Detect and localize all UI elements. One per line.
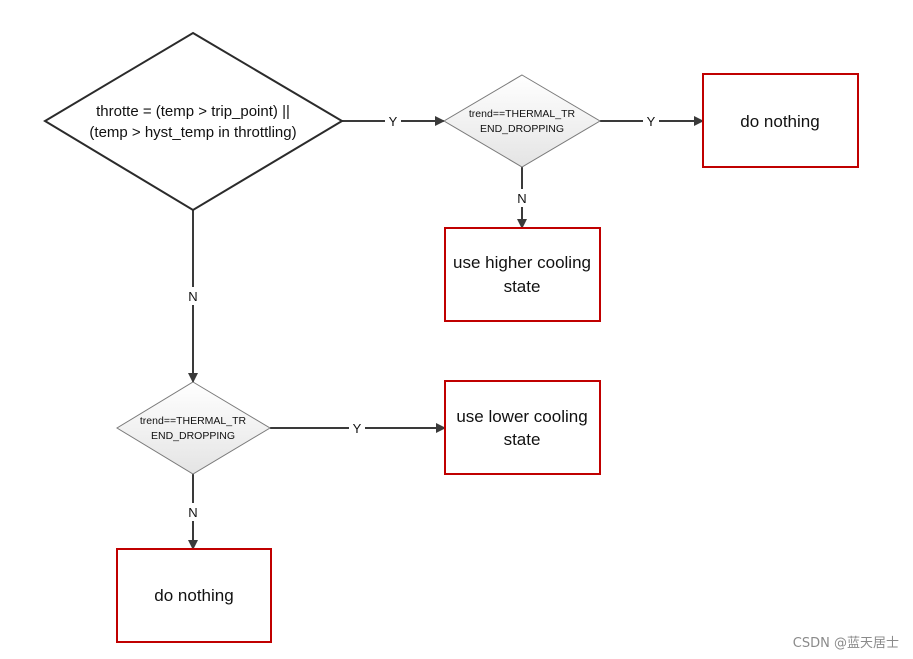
box-do-nothing-top-text: do nothing [740, 112, 819, 131]
watermark: CSDN @蓝天居士 [792, 636, 899, 651]
label-bottom-no: N [188, 505, 197, 520]
decision-trend-bottom-shape [116, 381, 271, 475]
label-top-no: N [517, 191, 526, 206]
connectors [188, 116, 704, 550]
decision-main-shape [43, 31, 344, 212]
label-bottom-yes: Y [353, 421, 362, 436]
box-do-nothing-top: do nothing [702, 73, 859, 168]
decision-trend-top-line1: trend==THERMAL_TR [469, 108, 576, 120]
box-do-nothing-bottom-text: do nothing [154, 586, 233, 605]
box-do-nothing-top-shape [702, 73, 859, 168]
decision-trend-bottom: trend==THERMAL_TR END_DROPPING [116, 381, 271, 475]
label-top-yes: Y [647, 114, 656, 129]
box-use-lower-cooling-line2: state [504, 430, 541, 449]
edge-labels: Y Y N N Y N [185, 111, 659, 521]
box-use-lower-cooling: use lower cooling state [444, 380, 601, 475]
decision-main: throtte = (temp > trip_point) || (temp >… [43, 31, 344, 212]
box-do-nothing-bottom: do nothing [116, 548, 272, 643]
label-main-yes: Y [389, 114, 398, 129]
decision-main-line2: (temp > hyst_temp in throttling) [89, 124, 296, 141]
decision-trend-top-line2: END_DROPPING [480, 123, 564, 135]
decision-main-line1: throtte = (temp > trip_point) || [96, 103, 290, 120]
box-use-lower-cooling-shape [444, 380, 601, 475]
box-do-nothing-bottom-shape [116, 548, 272, 643]
decision-trend-top-shape [443, 74, 601, 168]
label-main-no: N [188, 289, 197, 304]
box-use-higher-cooling-line1: use higher cooling [453, 253, 591, 272]
box-use-higher-cooling-shape [444, 227, 601, 322]
decision-trend-bottom-line1: trend==THERMAL_TR [140, 415, 247, 427]
box-use-higher-cooling: use higher cooling state [444, 227, 601, 322]
box-use-lower-cooling-line1: use lower cooling [456, 407, 587, 426]
box-use-higher-cooling-line2: state [504, 277, 541, 296]
decision-trend-top: trend==THERMAL_TR END_DROPPING [443, 74, 601, 168]
decision-trend-bottom-line2: END_DROPPING [151, 430, 235, 442]
